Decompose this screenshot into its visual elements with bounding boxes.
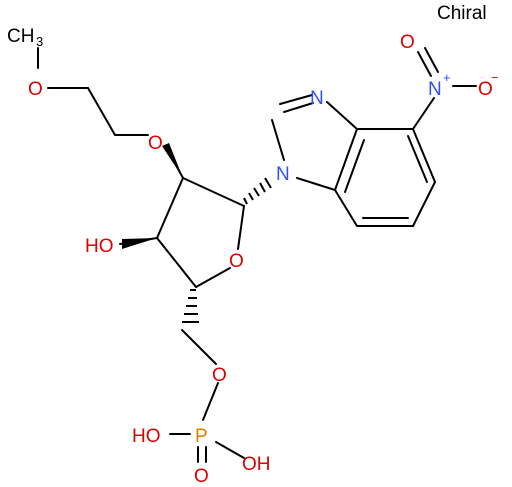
bond-c2-c1 [182,177,245,207]
atom-p-oh-left: HO [132,426,161,447]
hashes [182,177,272,323]
bond-c7a-c7 [334,189,358,227]
bond-o4-c1 [237,205,245,250]
bond-o-p [202,382,219,421]
atom-n3: N [310,88,324,109]
bond-c4-o4 [195,267,231,288]
atom-phosphate-o: O [212,365,227,386]
atom-methyl: CH [7,26,34,47]
bond-nitro-o-double-b [424,47,439,73]
atom-nitro-o-minus: O [478,79,493,100]
bond-c5-c4-inner [407,135,428,183]
bond-c6-c5 [412,181,436,227]
bond-p-oh-right [215,441,245,459]
bond-n1-c7a [296,177,336,191]
bond-ch2a-ch2b [87,87,116,136]
atom-n1: N [276,164,290,185]
atom-ether-o1: O [28,79,43,100]
bond-c4-nitro [412,97,435,130]
bond-c5-c4 [412,128,436,183]
atom-p-o-double: O [194,466,209,487]
bond-c3-c4 [156,237,197,288]
bond-c3a-c7a [334,128,358,191]
wedge-c2-o [162,143,183,178]
atom-p: P [195,426,208,447]
bond-c5-o [181,329,217,365]
atom-nitro-o-double: O [400,32,415,53]
atom-p-oh-right: OH [242,454,271,475]
atom-nitro-minus: − [491,70,499,85]
wedge-c3-oh [122,238,157,249]
atom-methyl-sub: 3 [36,34,43,49]
bond-c2-n3-a [279,94,313,105]
atom-ether-o2: O [148,133,163,154]
atom-nitro-plus: + [443,70,451,85]
chiral-flag: Chiral [437,3,487,24]
bond-nitro-o-double-a [417,51,432,77]
bond-n1-c2 [271,119,285,161]
bond-c2-n3-b [283,102,314,113]
bond-n3-c3a [326,101,358,130]
bond-c2-c3 [156,177,184,239]
atom-ring-o: O [229,251,244,272]
atom-hydroxyl: HO [85,236,114,257]
wedges [122,143,183,249]
bond-c3a-c7a-inner [344,139,365,193]
atom-nitro-n: N [428,79,442,100]
